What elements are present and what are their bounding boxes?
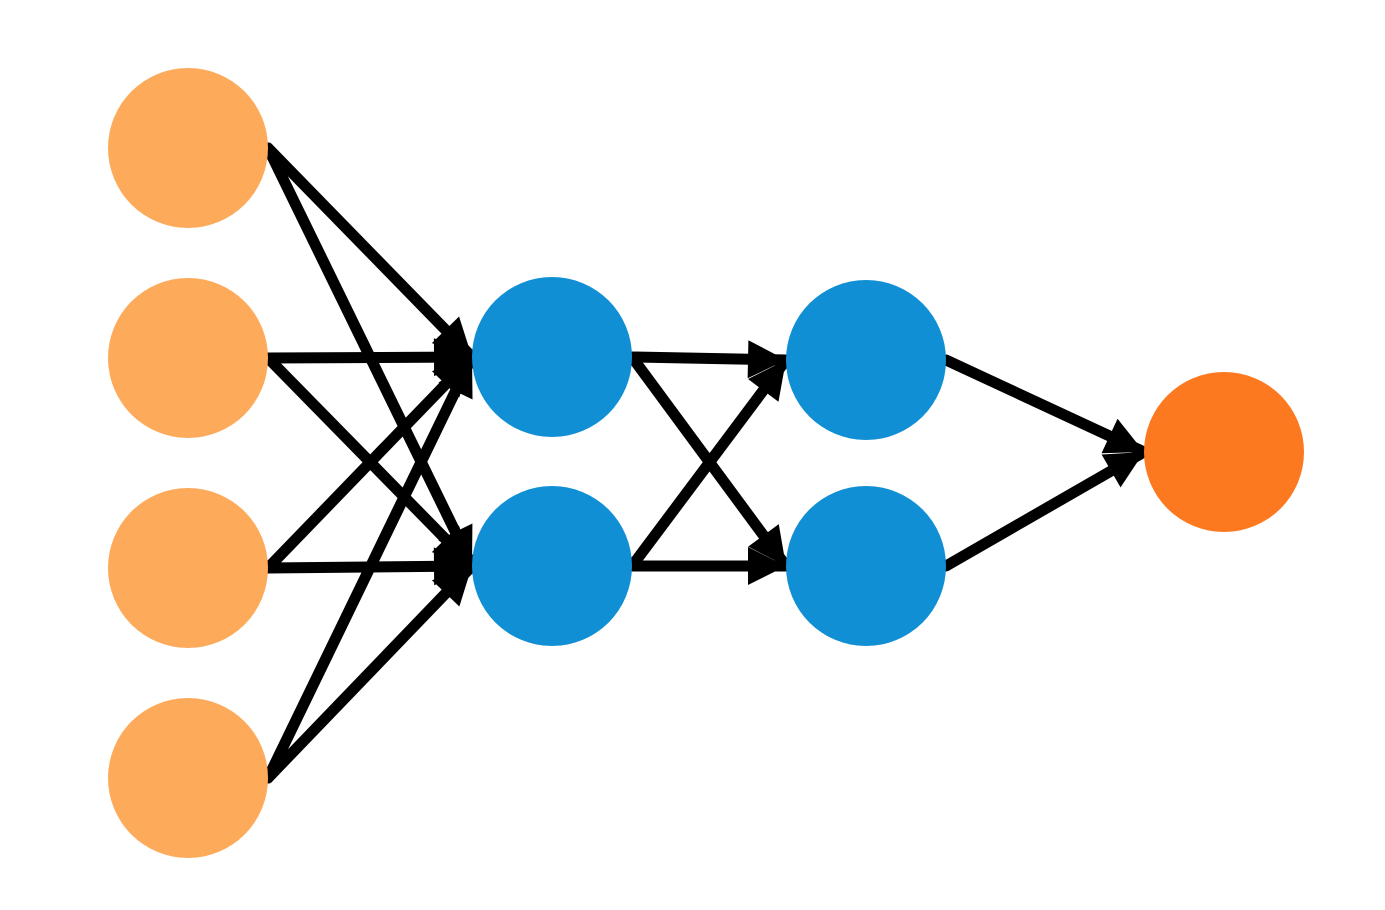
edges-layer	[262, 142, 1150, 784]
edge-in-4-to-h1-1	[262, 351, 478, 784]
edge-h1-1-to-h2-1	[626, 340, 792, 379]
node-in-4	[108, 698, 268, 858]
edge-in-4-to-h1-2	[262, 560, 478, 784]
edge-in-3-to-h1-1	[262, 351, 478, 574]
node-out-1	[1144, 372, 1304, 532]
edge-h1-2-to-h2-1	[626, 354, 792, 572]
edge-in-2-to-h1-1	[262, 338, 478, 377]
node-h1-1	[472, 277, 632, 437]
edge-h2-1-to-out-1	[940, 354, 1150, 458]
node-h2-1	[786, 280, 946, 440]
edge-in-1-to-h1-1	[262, 142, 478, 363]
nodes-layer	[108, 68, 1304, 858]
node-in-3	[108, 488, 268, 648]
node-in-2	[108, 278, 268, 438]
node-in-1	[108, 68, 268, 228]
edge-h2-2-to-out-1	[940, 446, 1150, 572]
node-h1-2	[472, 486, 632, 646]
node-h2-2	[786, 486, 946, 646]
